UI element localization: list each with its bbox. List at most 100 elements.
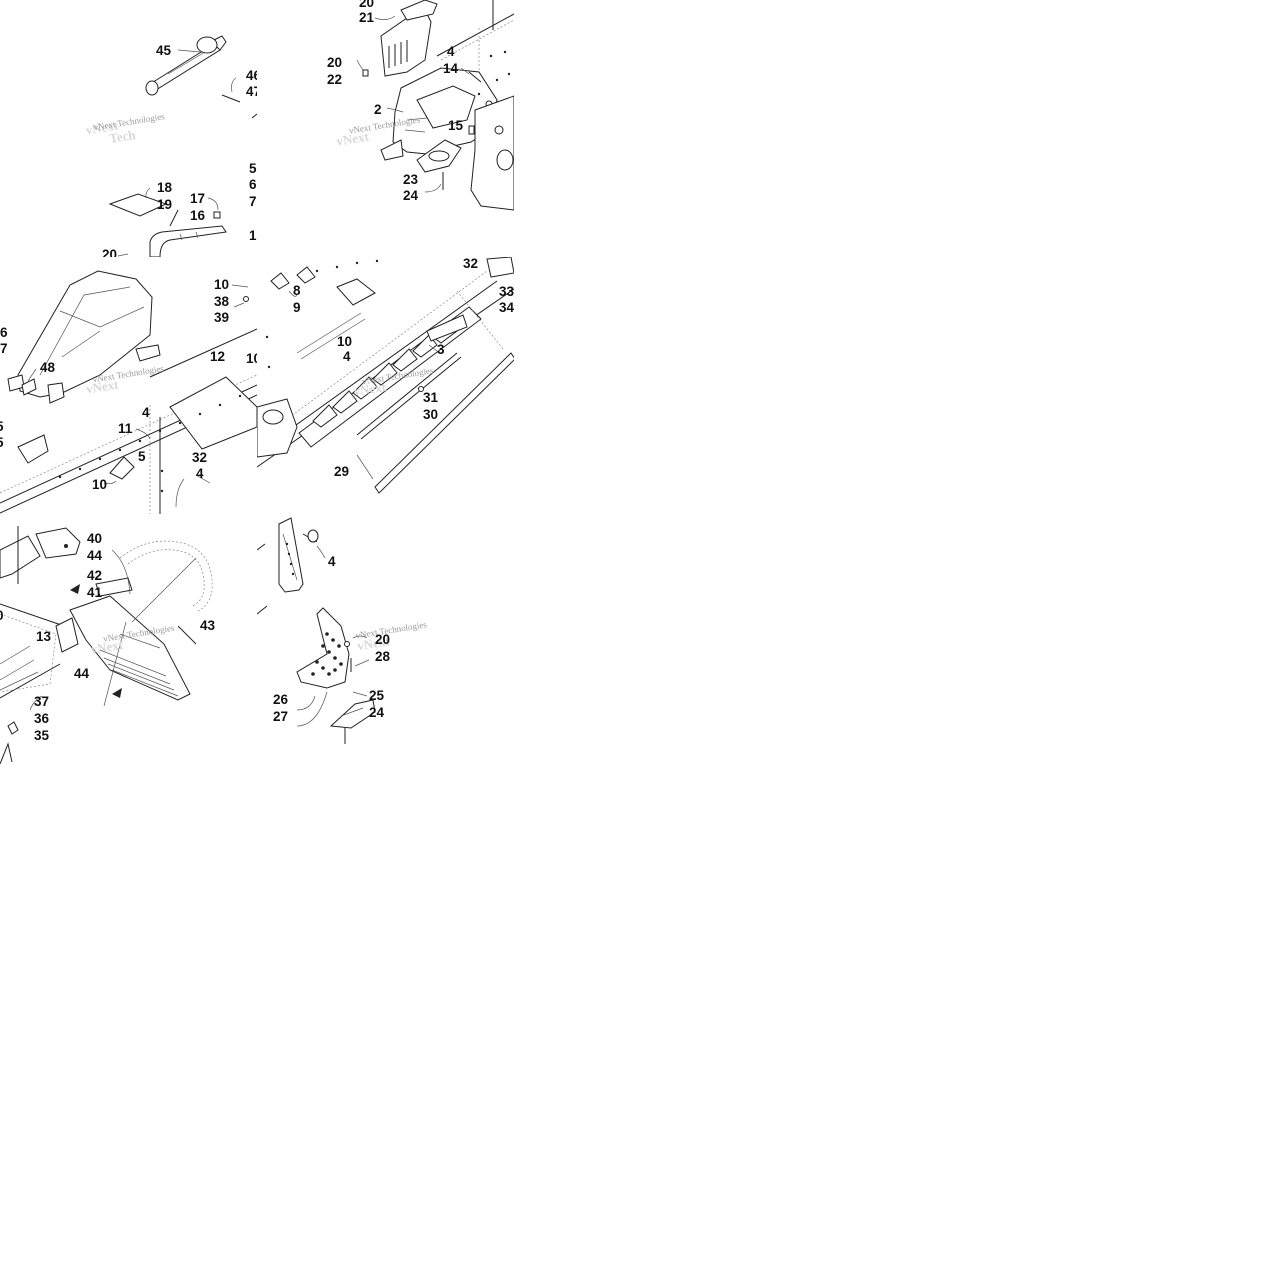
leader-44	[111, 549, 131, 595]
leader-8	[288, 290, 298, 297]
tile-2-drawing: vNext vNext Technologies 20 21 20 22 4 1…	[327, 0, 514, 211]
callout-5a: 5	[0, 419, 4, 434]
part-40-hole	[64, 544, 68, 548]
callout-31: 31	[423, 390, 439, 405]
callout-7: 7	[249, 194, 257, 209]
leader-21	[374, 15, 396, 20]
leader-10	[231, 284, 249, 308]
support-rod	[296, 312, 362, 354]
tile-6-drawing: vNext vNext Technologies 4 20 28 26 27 2…	[257, 517, 428, 744]
callout-15: 15	[448, 118, 464, 133]
part-15-drawing	[468, 125, 475, 135]
callout-24: 24	[403, 188, 419, 203]
leader-25	[352, 691, 368, 697]
part-16-drawing	[213, 211, 221, 219]
support-rod-2	[300, 318, 366, 360]
callout-27: 27	[273, 709, 288, 724]
tile-4-drawing: vNext vNext Technologies 32 8 9 33 34 10…	[257, 257, 514, 494]
callout-23: 23	[403, 172, 419, 187]
callout-41: 41	[87, 585, 103, 600]
callout-20: 20	[102, 247, 117, 257]
frame-left-hole	[262, 409, 284, 425]
part-5b-drawing	[17, 434, 49, 464]
part-19-drawing	[169, 209, 179, 227]
callout-3: 3	[437, 342, 445, 357]
diagram-tile-4: vNext vNext Technologies 32 8 9 33 34 10…	[257, 257, 514, 514]
callout-42: 42	[87, 568, 102, 583]
part-4-washer	[307, 529, 319, 543]
part-13-drawing	[55, 617, 79, 653]
callout-4: 4	[328, 554, 336, 569]
leader-45	[177, 49, 201, 53]
callout-5b: 5	[0, 435, 4, 450]
watermark-1: vNext Tech vNext Technologies	[85, 111, 166, 146]
callout-34: 34	[499, 300, 514, 315]
callout-18: 18	[157, 180, 173, 195]
callout-47: 47	[246, 84, 257, 99]
callout-32: 32	[192, 450, 207, 465]
part-26-drawing	[296, 607, 350, 689]
leader-28	[354, 659, 370, 667]
callout-4: 4	[142, 405, 150, 420]
diagram-tile-6: vNext vNext Technologies 4 20 28 26 27 2…	[257, 514, 514, 771]
bracket-upper	[336, 278, 376, 306]
callout-7: 7	[0, 341, 8, 356]
leader-46	[231, 77, 237, 93]
snowflap-drawing	[69, 595, 191, 701]
arrow-up	[70, 584, 80, 594]
part-35-drawing	[7, 721, 19, 735]
svg-text:vNext: vNext	[90, 637, 125, 657]
callout-20-top: 20	[359, 0, 374, 10]
tunnel-texture	[0, 645, 39, 691]
tile-3-drawing: vNext vNext Technologies 6 7 48 10 38 39…	[0, 270, 257, 514]
watermark-6: vNext vNext Technologies	[355, 619, 428, 653]
part-32-drawing	[486, 257, 514, 278]
leader-18	[145, 187, 151, 199]
callout-24: 24	[369, 705, 385, 720]
callout-37: 37	[34, 694, 49, 709]
callout-17: 17	[190, 191, 205, 206]
panel-rivets	[265, 259, 379, 369]
tunnel-frame	[0, 328, 257, 514]
callout-2: 2	[374, 102, 382, 117]
callout-33: 33	[499, 284, 514, 299]
leader-48	[27, 368, 37, 382]
part-21-drawing	[380, 0, 438, 77]
callout-43: 43	[200, 618, 216, 633]
callout-45: 45	[156, 43, 172, 58]
svg-text:vNext: vNext	[85, 377, 120, 397]
callout-4: 4	[447, 44, 455, 59]
rail-top	[436, 13, 514, 57]
leader-4b	[195, 474, 211, 484]
callout-6: 6	[249, 177, 257, 192]
frame-right	[470, 95, 514, 211]
callout-19: 19	[157, 197, 172, 212]
tunnel-lower-outline	[0, 613, 57, 693]
leader-32	[175, 478, 185, 508]
guide-line	[456, 290, 504, 350]
suspension-arm-drawing	[257, 517, 304, 615]
part-14-drawing	[468, 71, 482, 83]
svg-text:vNext: vNext	[335, 129, 370, 149]
svg-text:vNext: vNext	[85, 118, 120, 138]
leader-20	[352, 635, 368, 639]
callout-10: 10	[214, 277, 229, 292]
callout-38: 38	[214, 294, 230, 309]
callout-10b: 10	[246, 351, 257, 366]
leader-37	[29, 695, 43, 711]
callout-16: 16	[190, 208, 206, 223]
callout-8: 8	[293, 283, 301, 298]
arrow-down	[112, 688, 122, 698]
callout-21: 21	[359, 10, 375, 25]
part-30-drawing	[356, 352, 458, 436]
callout-25: 25	[369, 688, 385, 703]
callout-20: 20	[375, 632, 390, 647]
leader-26	[296, 695, 316, 711]
part-3-drawing	[426, 314, 468, 342]
diagram-tile-3: vNext vNext Technologies 6 7 48 10 38 39…	[0, 257, 257, 514]
callout-22: 22	[327, 72, 342, 87]
part-5-drawing	[109, 456, 135, 480]
frame-rivets	[477, 50, 511, 96]
leader-17	[207, 197, 219, 211]
